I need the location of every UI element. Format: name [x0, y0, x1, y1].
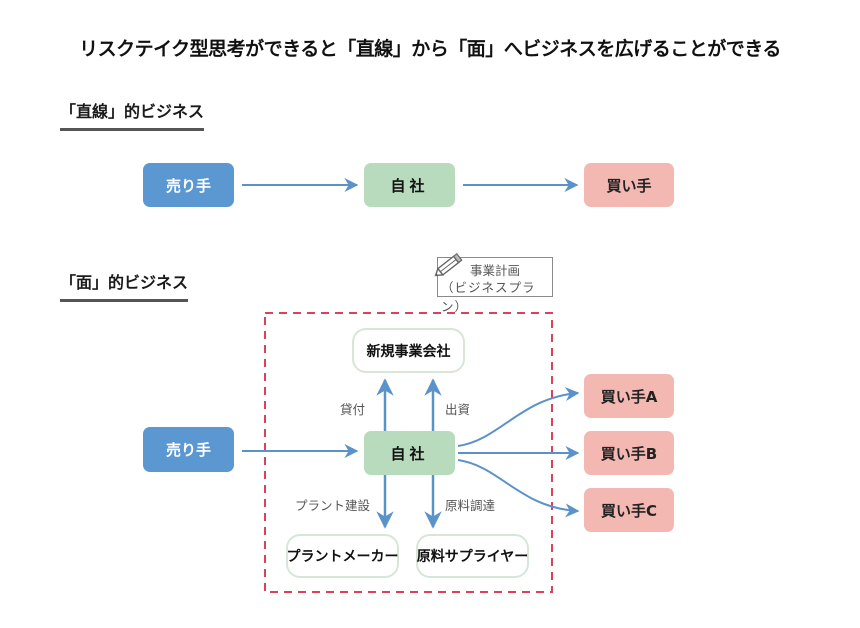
- buyer-box-linear: 買い手: [584, 163, 674, 207]
- edge-label-investment: 出資: [445, 402, 471, 417]
- plan-note-title: 事業計画: [470, 263, 521, 278]
- business-plan-note: 事業計画 （ビジネスプラン）: [434, 253, 553, 314]
- seller-box-linear: 売り手: [143, 163, 234, 207]
- plan-note-subtitle: （ビジネスプラン）: [441, 280, 536, 314]
- material-supplier-box: 原料サプライヤー: [416, 534, 529, 578]
- company-box-linear: 自社: [364, 163, 455, 207]
- plane-business-heading: 「面」的ビジネス: [60, 269, 189, 302]
- edge-label-material-procurement: 原料調達: [445, 498, 496, 513]
- buyer-b-box: 買い手B: [584, 431, 674, 475]
- page-title: リスクテイク型思考ができると「直線」から「面」へビジネスを広げることができる: [79, 38, 781, 60]
- edge-label-plant-construction: プラント建設: [295, 498, 371, 513]
- arrow-to-buyer-c: [457, 459, 580, 518]
- new-business-company-box: 新規事業会社: [352, 328, 465, 373]
- edge-label-loan: 貸付: [340, 402, 366, 417]
- seller-box-plane: 売り手: [143, 427, 234, 472]
- arrow-to-buyer-a: [457, 387, 580, 447]
- buyer-c-box: 買い手C: [584, 488, 674, 532]
- linear-business-heading: 「直線」的ビジネス: [60, 98, 205, 131]
- pencil-icon: [434, 253, 463, 277]
- plant-maker-box: プラントメーカー: [286, 534, 399, 578]
- company-box-plane: 自社: [364, 431, 455, 475]
- buyer-a-box: 買い手A: [584, 374, 674, 418]
